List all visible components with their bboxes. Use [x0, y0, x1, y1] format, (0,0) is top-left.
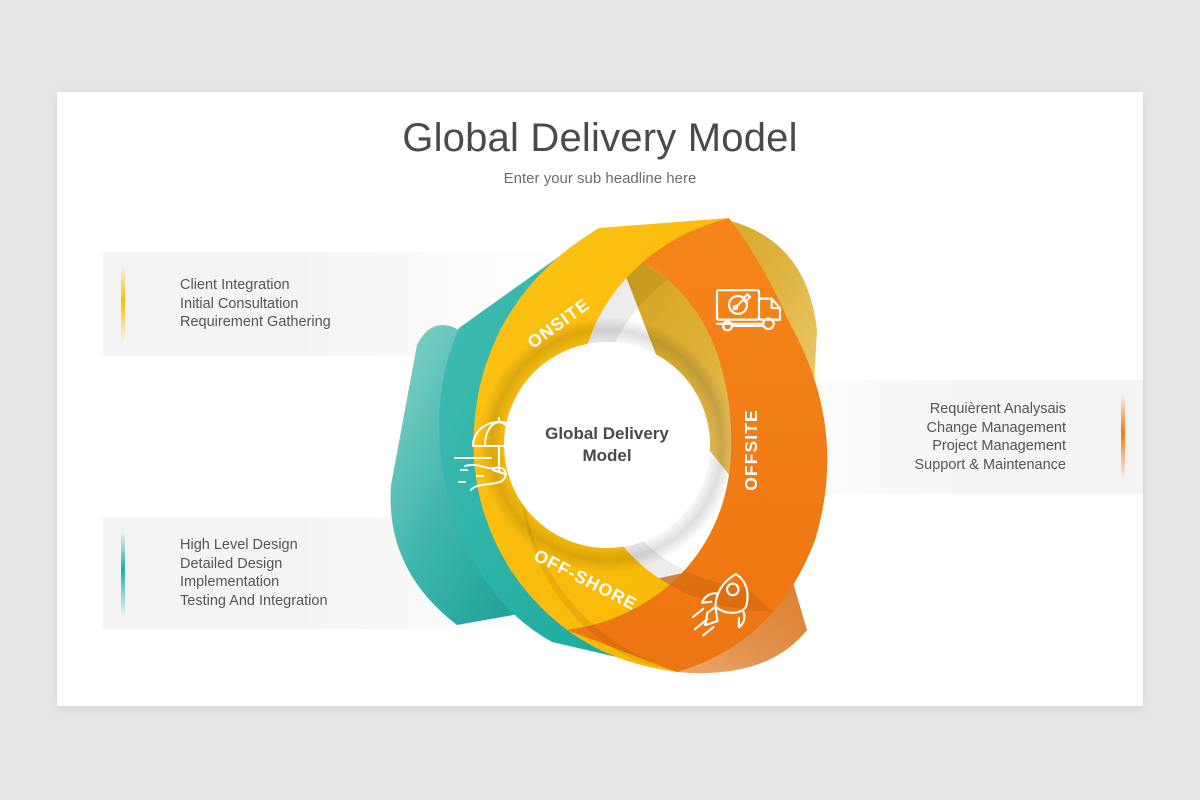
- list-item: Client Integration: [180, 277, 290, 294]
- page-subtitle: Enter your sub headline here: [503, 170, 697, 187]
- list-item: Change Management: [926, 419, 1066, 436]
- accent-bar-offsite: [1121, 394, 1125, 480]
- rocket-icon: [691, 573, 749, 637]
- center-circle: [504, 342, 710, 548]
- page-title: Global Delivery Model: [402, 116, 798, 160]
- list-item: Detailed Design: [180, 555, 283, 572]
- list-item: High Level Design: [180, 537, 298, 553]
- center-label-line2: Model: [582, 446, 631, 465]
- panel-offsite-lines: Requièrent Analysais Change Management P…: [914, 400, 1066, 474]
- list-item: Requièrent Analysais: [929, 401, 1066, 417]
- beach-umbrella-icon: [454, 417, 540, 491]
- slide-card: Global Delivery Model Enter your sub hea…: [57, 92, 1143, 706]
- segment-label-offsite: OFFSITE: [741, 409, 761, 491]
- list-item: Project Management: [932, 438, 1066, 454]
- delivery-truck-icon: [715, 289, 782, 332]
- panel-offshore-lines: High Level Design Detailed Design Implem…: [180, 536, 328, 610]
- segment-body-offsite: [567, 218, 828, 672]
- list-item: Initial Consultation: [180, 295, 299, 312]
- accent-bar-onsite: [121, 266, 125, 342]
- global-delivery-model-wheel: ONSITE OFFSITE OFF-SHORE Global Delivery…: [377, 210, 837, 680]
- list-item: Testing And Integration: [180, 592, 328, 609]
- info-panel-onsite[interactable]: Client Integration Initial Consultation …: [103, 252, 558, 356]
- center-label-line1: Global Delivery: [545, 424, 669, 443]
- panel-onsite-lines: Client Integration Initial Consultation …: [180, 276, 331, 332]
- list-item: Support & Maintenance: [914, 456, 1066, 473]
- accent-bar-offshore: [121, 531, 125, 617]
- list-item: Implementation: [180, 574, 280, 590]
- list-item: Requirement Gathering: [180, 314, 331, 331]
